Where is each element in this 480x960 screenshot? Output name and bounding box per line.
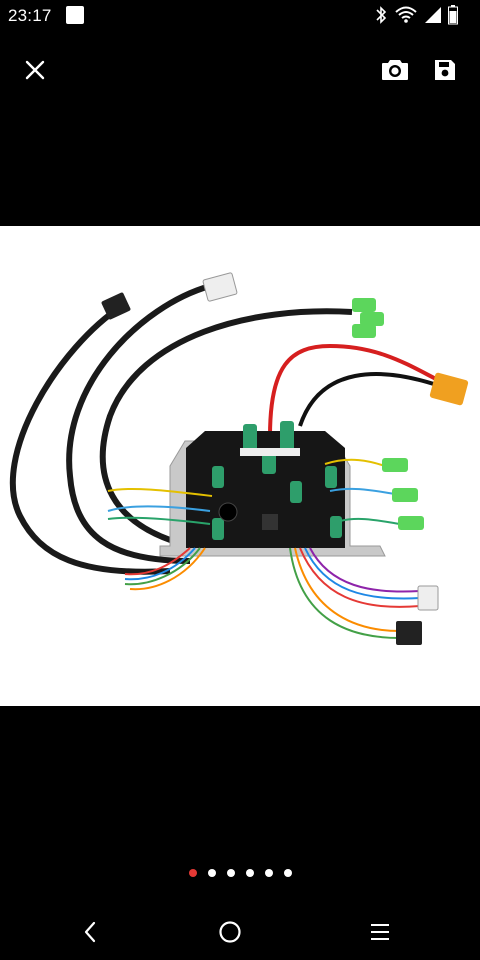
menu-icon bbox=[371, 924, 389, 940]
controller-board-image bbox=[9, 272, 469, 645]
image-pager bbox=[0, 869, 480, 877]
top-toolbar bbox=[0, 40, 480, 96]
save-button[interactable] bbox=[425, 50, 465, 90]
pager-dot-1[interactable] bbox=[188, 869, 197, 877]
close-icon bbox=[25, 60, 45, 80]
pager-dot-6[interactable] bbox=[283, 869, 292, 877]
status-icons bbox=[374, 4, 458, 26]
back-icon bbox=[84, 921, 96, 943]
save-icon bbox=[435, 60, 455, 80]
back-button[interactable] bbox=[70, 912, 110, 952]
navigation-bar bbox=[0, 900, 480, 960]
home-icon bbox=[219, 921, 241, 943]
pager-dot-3[interactable] bbox=[226, 869, 235, 877]
bluetooth-icon bbox=[376, 6, 387, 24]
wifi-icon bbox=[395, 6, 417, 23]
pager-dot-5[interactable] bbox=[264, 869, 273, 877]
pager-dot-4[interactable] bbox=[245, 869, 254, 877]
menu-button[interactable] bbox=[360, 912, 400, 952]
home-button[interactable] bbox=[210, 912, 250, 952]
status-bar: 23:17 bbox=[0, 0, 480, 32]
status-time: 23:17 bbox=[8, 6, 52, 25]
battery-icon bbox=[448, 5, 458, 25]
camera-button[interactable] bbox=[375, 50, 415, 90]
product-image[interactable] bbox=[0, 226, 480, 706]
camera-icon bbox=[382, 60, 408, 80]
signal-icon bbox=[425, 7, 441, 23]
notification-square-icon bbox=[66, 6, 84, 24]
close-button[interactable] bbox=[15, 50, 55, 90]
pager-dot-2[interactable] bbox=[207, 869, 216, 877]
